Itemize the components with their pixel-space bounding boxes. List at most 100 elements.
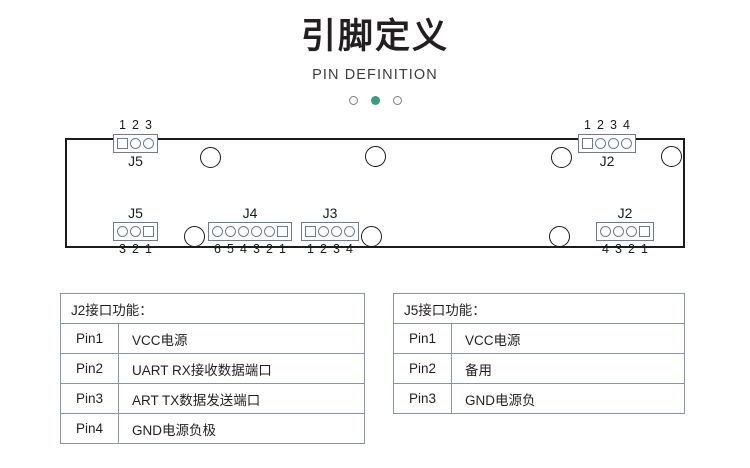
connector-top-right-j2[interactable]: 1 2 3 4 J2: [578, 119, 636, 168]
pagination-dots: [0, 96, 750, 105]
connector-bottom-j3-label: J3: [322, 205, 338, 221]
pad-pin-3[interactable]: [251, 225, 262, 237]
pin-number: 3: [253, 241, 260, 256]
pin-description: VCC电源: [118, 323, 365, 354]
connector-bottom-j4-pads[interactable]: [208, 221, 292, 241]
table-header-row: J5接口功能：: [393, 293, 685, 324]
connector-bottom-right-j2[interactable]: J2 4 3 2 1: [596, 206, 654, 255]
pin-number: 2: [266, 241, 273, 256]
pad-pin-2[interactable]: [264, 225, 275, 237]
pad-pin-3[interactable]: [143, 137, 154, 149]
pcb-diagram: 1 2 3 J5 1 2 3 4 J2 J5: [0, 113, 750, 273]
page-header: 引脚定义 PIN DEFINITION: [0, 0, 750, 105]
connector-bottom-left-j5[interactable]: J5 3 2 1: [113, 206, 158, 255]
pin-number: 3: [610, 118, 617, 132]
pin-label: Pin3: [60, 383, 119, 414]
pin-number: 4: [346, 241, 353, 256]
connector-top-left-j5-pads[interactable]: [113, 133, 158, 153]
pad-pin-1[interactable]: [117, 137, 128, 149]
connector-bottom-j4-label: J4: [242, 205, 258, 221]
mounting-hole-bottom-3: [549, 226, 570, 247]
pad-pin-2[interactable]: [130, 137, 141, 149]
pin-number: 1: [279, 241, 286, 256]
connector-top-right-j2-pads[interactable]: [578, 133, 636, 153]
pin-number: 2: [132, 118, 139, 132]
pin-label: Pin2: [60, 353, 119, 384]
pin-description: ART TX数据发送端口: [118, 383, 365, 414]
pin-number: 5: [227, 241, 234, 256]
pad-pin-1[interactable]: [639, 225, 650, 237]
table-row: Pin1 VCC电源: [60, 323, 365, 354]
connector-bottom-j3-pads[interactable]: [301, 221, 359, 241]
pin-number: 3: [615, 241, 622, 256]
pin-description: UART RX接收数据端口: [118, 353, 365, 384]
pagination-dot-2[interactable]: [370, 96, 380, 105]
table-row: Pin3 ART TX数据发送端口: [60, 383, 365, 414]
pin-number: 2: [132, 241, 139, 256]
pagination-dot-3[interactable]: [392, 96, 402, 105]
pin-number: 1: [145, 241, 152, 256]
pad-pin-5[interactable]: [225, 225, 236, 237]
pin-description: GND电源负: [451, 383, 685, 414]
pin-number: 1: [584, 118, 591, 132]
mounting-hole-bottom-2: [361, 226, 382, 247]
pagination-dot-1[interactable]: [348, 96, 358, 105]
pad-pin-1[interactable]: [277, 225, 288, 237]
pin-label: Pin3: [393, 383, 452, 414]
connector-bottom-right-j2-label: J2: [617, 205, 633, 221]
connector-bottom-left-j5-pin-numbers: 3 2 1: [114, 243, 157, 256]
pin-description: VCC电源: [451, 323, 685, 354]
connector-top-right-j2-pin-numbers: 1 2 3 4: [579, 119, 635, 132]
mounting-hole-bottom-1: [184, 226, 205, 247]
pad-pin-2[interactable]: [130, 225, 141, 237]
pad-pin-4[interactable]: [238, 225, 249, 237]
pad-pin-4[interactable]: [600, 225, 611, 237]
table-row: Pin4 GND电源负极: [60, 413, 365, 444]
mounting-hole-top-3: [551, 147, 572, 168]
pad-pin-1[interactable]: [143, 225, 154, 237]
pin-number: 2: [628, 241, 635, 256]
mounting-hole-top-4: [661, 146, 682, 167]
connector-bottom-j3-pin-numbers: 1 2 3 4: [302, 243, 358, 256]
connector-top-left-j5[interactable]: 1 2 3 J5: [113, 119, 158, 168]
connector-top-left-j5-pin-numbers: 1 2 3: [114, 119, 157, 132]
connector-bottom-j3[interactable]: J3 1 2 3 4: [301, 206, 359, 255]
pad-pin-3[interactable]: [331, 225, 342, 237]
j5-pin-function-table: J5接口功能： Pin1 VCC电源 Pin2 备用 Pin3 GND电源负: [393, 293, 685, 414]
pin-number: 3: [145, 118, 152, 132]
connector-bottom-right-j2-pin-numbers: 4 3 2 1: [597, 243, 653, 256]
table-row: Pin2 备用: [393, 353, 685, 384]
pad-pin-1[interactable]: [305, 225, 316, 237]
j2-table-title: J2接口功能：: [60, 293, 365, 324]
pin-number: 3: [333, 241, 340, 256]
connector-bottom-j4[interactable]: J4 6 5 4 3 2 1: [208, 206, 292, 255]
connector-bottom-left-j5-pads[interactable]: [113, 221, 158, 241]
pin-number: 4: [602, 241, 609, 256]
connector-bottom-j4-pin-numbers: 6 5 4 3 2 1: [209, 243, 291, 256]
pad-pin-3[interactable]: [613, 225, 624, 237]
pin-number: 2: [597, 118, 604, 132]
pad-pin-2[interactable]: [318, 225, 329, 237]
pad-pin-4[interactable]: [344, 225, 355, 237]
pin-number: 6: [214, 241, 221, 256]
mounting-hole-top-1: [200, 147, 221, 168]
table-row: Pin2 UART RX接收数据端口: [60, 353, 365, 384]
page-title: 引脚定义: [300, 17, 449, 57]
pad-pin-3[interactable]: [608, 137, 619, 149]
pad-pin-1[interactable]: [582, 137, 593, 149]
pin-number: 4: [240, 241, 247, 256]
pad-pin-6[interactable]: [212, 225, 223, 237]
table-row: Pin3 GND电源负: [393, 383, 685, 414]
pin-number: 2: [320, 241, 327, 256]
pad-pin-3[interactable]: [117, 225, 128, 237]
pin-number: 1: [119, 118, 126, 132]
table-header-row: J2接口功能：: [60, 293, 365, 324]
pin-label: Pin2: [393, 353, 452, 384]
pin-number: 4: [623, 118, 630, 132]
pad-pin-4[interactable]: [621, 137, 632, 149]
pad-pin-2[interactable]: [626, 225, 637, 237]
connector-bottom-right-j2-pads[interactable]: [596, 221, 654, 241]
pin-label: Pin1: [60, 323, 119, 354]
pad-pin-2[interactable]: [595, 137, 606, 149]
pin-description: GND电源负极: [118, 413, 365, 444]
